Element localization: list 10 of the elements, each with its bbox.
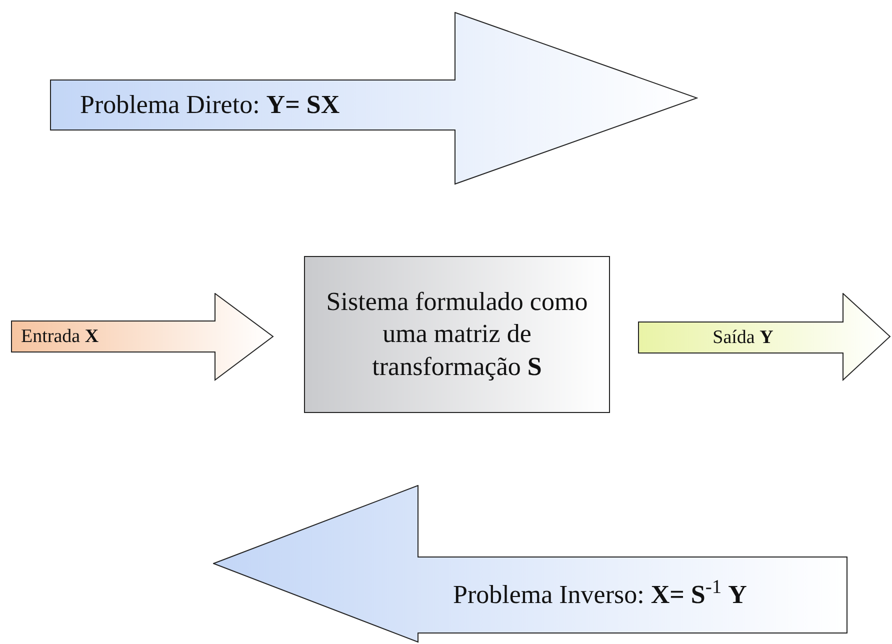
block-arrow	[50, 12, 698, 185]
arrow-label: Problema Inverso: X= S$^{-1}$ Y	[453, 578, 748, 611]
arrow-label: Saída Y	[712, 326, 774, 350]
process-box	[304, 256, 610, 413]
arrow-label: Problema Direto: Y= SX	[80, 88, 341, 121]
block-arrow	[638, 293, 891, 381]
block-arrow	[213, 485, 848, 643]
block-arrow	[11, 293, 274, 381]
box-label: Sistema formulado como uma matriz de transformação S	[325, 286, 589, 383]
arrow-label: Entrada X	[21, 324, 100, 348]
